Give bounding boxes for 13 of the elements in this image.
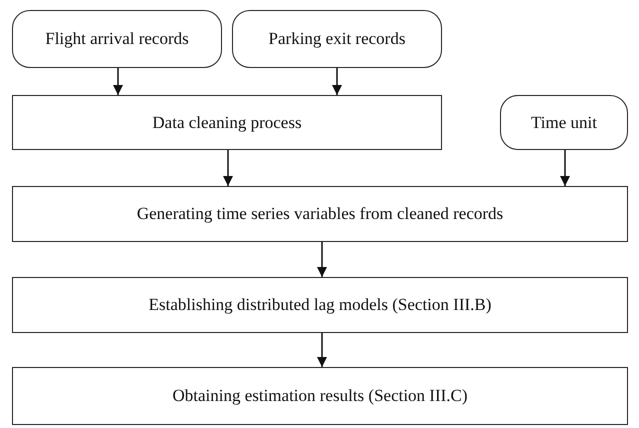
arrow (113, 68, 123, 95)
arrow (223, 150, 233, 186)
input-box: Time unit (500, 95, 628, 150)
input-box: Flight arrival records (12, 10, 222, 68)
process-box: Generating time series variables from cleaned records (12, 186, 628, 242)
arrow (332, 68, 342, 95)
process-box: Establishing distributed lag models (Section III.B) (12, 277, 628, 333)
process-box: Data cleaning process (12, 95, 442, 150)
arrow (317, 242, 327, 277)
input-box: Parking exit records (232, 10, 442, 68)
process-box: Obtaining estimation results (Section III.C) (12, 367, 628, 425)
arrow (560, 150, 570, 186)
arrow (317, 333, 327, 367)
